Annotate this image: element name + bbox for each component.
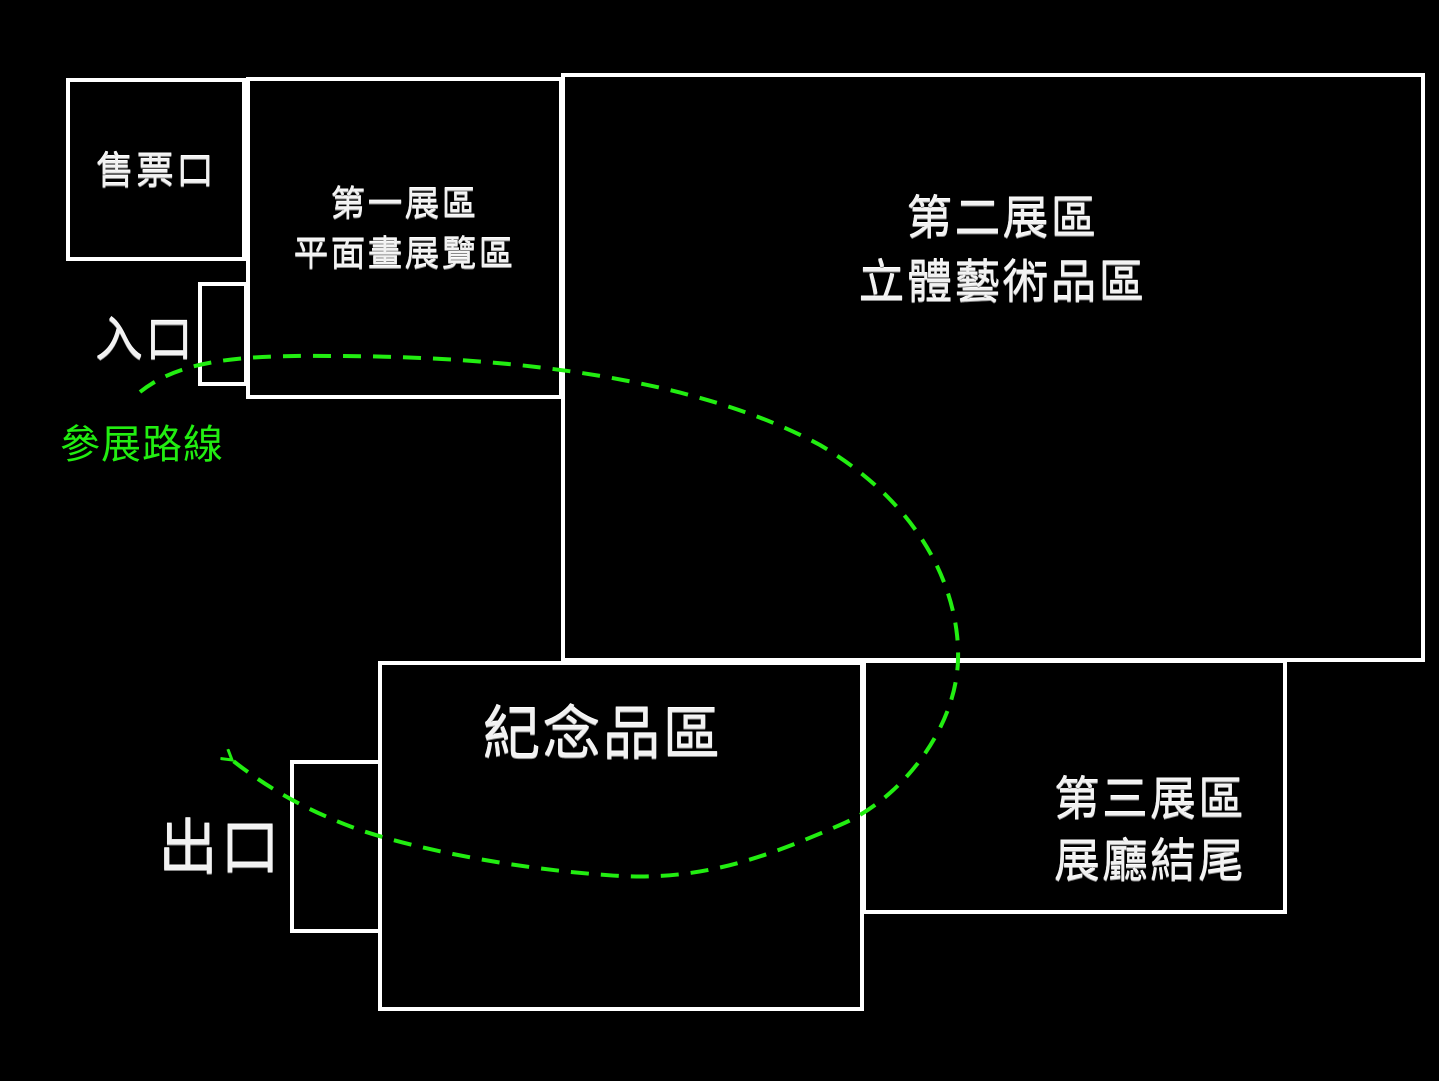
zone-2-title: 第二展區 bbox=[906, 191, 1099, 245]
exit-label: 出口 bbox=[158, 814, 282, 884]
zone-1-room bbox=[246, 77, 563, 399]
entrance-label: 入口 bbox=[94, 312, 195, 368]
ticket-booth-text: 售票口 bbox=[95, 149, 216, 193]
zone-2-label: 第二展區 立體藝術品區 bbox=[850, 186, 1155, 314]
route-legend-label: 參展路線 bbox=[60, 422, 224, 468]
zone-2-subtitle: 立體藝術品區 bbox=[858, 255, 1147, 309]
zone-1-title: 第一展區 bbox=[330, 185, 479, 225]
zone-3-label: 第三展區 展廳結尾 bbox=[1040, 768, 1260, 892]
zone-2-room bbox=[561, 73, 1425, 662]
zone-3-subtitle: 展廳結尾 bbox=[1054, 834, 1246, 888]
souvenir-title: 紀念品區 bbox=[482, 700, 723, 768]
entrance-door bbox=[198, 282, 248, 386]
ticket-booth bbox=[66, 78, 246, 261]
zone-3-title: 第三展區 bbox=[1054, 772, 1246, 826]
zone-1-label: 第一展區 平面畫展覽區 bbox=[246, 180, 563, 280]
souvenir-label: 紀念品區 bbox=[460, 698, 745, 771]
ticket-booth-label: 售票口 bbox=[66, 148, 246, 196]
exit-door bbox=[290, 760, 382, 933]
zone-1-subtitle: 平面畫展覽區 bbox=[293, 235, 516, 275]
